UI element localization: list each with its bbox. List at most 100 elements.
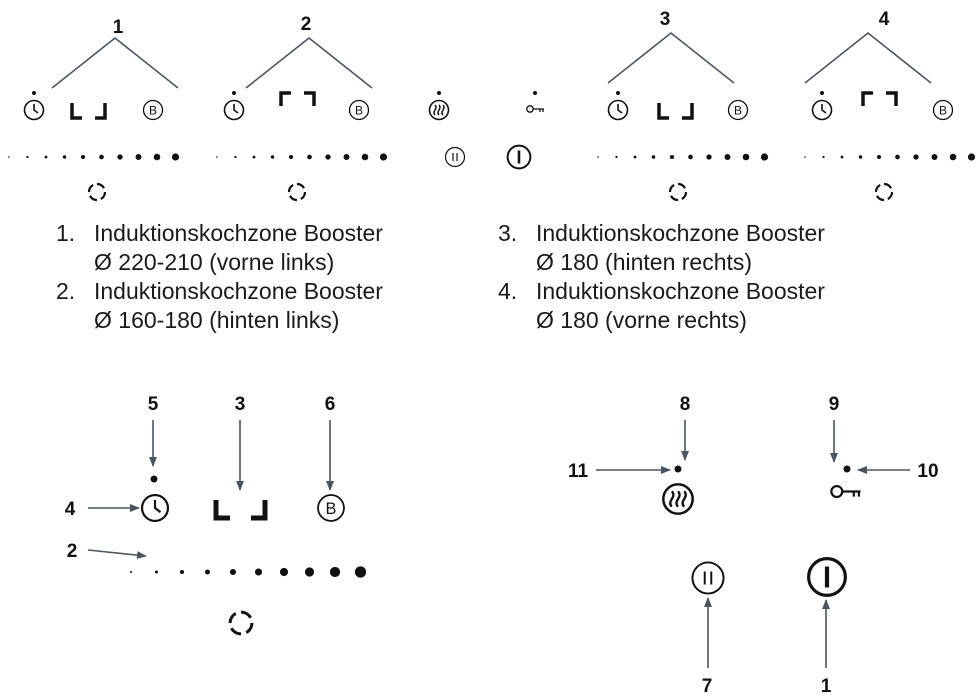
clock-icon[interactable] [223, 99, 245, 121]
power-slider[interactable] [8, 153, 180, 161]
power-level-dot[interactable] [288, 154, 294, 160]
power-level-dot[interactable] [254, 568, 263, 576]
power-level-dot[interactable] [154, 570, 159, 574]
power-level-dot[interactable] [633, 155, 637, 159]
power-level-dot[interactable] [304, 567, 315, 577]
power-level-dot[interactable] [325, 154, 331, 160]
power-level-dot[interactable] [171, 153, 180, 161]
key-icon[interactable] [526, 105, 545, 113]
power-level-dot[interactable] [153, 153, 161, 161]
power-level-dot[interactable] [216, 156, 218, 158]
power-level-dot[interactable] [760, 153, 769, 161]
clock-icon[interactable] [811, 99, 833, 121]
power-level-dot[interactable] [742, 153, 750, 161]
booster-icon[interactable] [317, 494, 345, 522]
pan-detect-icon [228, 610, 254, 636]
zone-number-3: 3 [660, 9, 671, 30]
booster-icon[interactable] [932, 99, 954, 121]
power-level-dot[interactable] [229, 568, 237, 576]
zone-4-bracket [804, 31, 932, 84]
power-level-dot[interactable] [179, 569, 185, 575]
key-icon[interactable] [830, 484, 862, 499]
legend-size: Ø 220-210 (vorne links) [94, 249, 335, 275]
power-level-dot[interactable] [204, 569, 211, 575]
power-level-dot[interactable] [252, 155, 256, 159]
power-level-dot[interactable] [822, 155, 825, 159]
booster-icon[interactable] [727, 99, 749, 121]
heat-waves-icon[interactable] [428, 99, 450, 121]
power-level-dot[interactable] [99, 154, 104, 160]
legend-number: 3. [498, 220, 518, 246]
power-level-dot[interactable] [44, 155, 48, 159]
power-level-dot[interactable] [62, 155, 67, 159]
power-slider[interactable] [130, 566, 367, 578]
booster-icon[interactable] [142, 99, 164, 121]
power-level-dot[interactable] [931, 154, 938, 160]
power-level-dot[interactable] [361, 153, 369, 161]
power-level-dot[interactable] [343, 154, 350, 160]
pan-detect-icon [874, 182, 894, 202]
power-level-dot[interactable] [117, 154, 123, 160]
zone-number-4: 4 [879, 9, 890, 30]
power-level-dot[interactable] [80, 154, 86, 160]
clock-icon[interactable] [23, 99, 45, 121]
power-level-dot[interactable] [876, 154, 882, 160]
power-level-dot[interactable] [307, 154, 312, 160]
power-level-dot[interactable] [913, 154, 919, 160]
power-level-dot[interactable] [804, 156, 806, 158]
pan-detect-icon [87, 182, 107, 202]
zone-position-front-left-icon [70, 103, 107, 120]
power-level-dot[interactable] [130, 571, 132, 573]
timer-dot [820, 91, 824, 95]
power-slider[interactable] [216, 153, 388, 161]
legend-number: 1. [56, 220, 76, 246]
power-level-dot[interactable] [329, 566, 341, 578]
power-slider[interactable] [597, 153, 769, 161]
clock-icon[interactable] [140, 493, 170, 523]
power-level-dot[interactable] [724, 154, 731, 160]
power-level-dot[interactable] [135, 154, 142, 160]
clock-icon[interactable] [607, 99, 629, 121]
power-level-dot[interactable] [706, 154, 712, 160]
heat-waves-icon[interactable] [662, 483, 694, 515]
power-level-dot[interactable] [354, 566, 367, 578]
power-level-dot[interactable] [840, 155, 844, 159]
legend-title: Induktionskochzone Booster [94, 278, 383, 304]
timer-dot [150, 475, 158, 483]
power-level-dot[interactable] [895, 154, 900, 160]
power-level-dot[interactable] [8, 156, 10, 158]
zone-1-group: 1 [8, 17, 180, 202]
legend-size: Ø 180 (hinten rechts) [536, 249, 753, 275]
power-icon[interactable] [809, 559, 846, 596]
power-level-dot[interactable] [949, 153, 957, 161]
power-level-dot[interactable] [651, 155, 656, 159]
booster-icon[interactable] [348, 99, 370, 121]
power-level-dot[interactable] [234, 155, 237, 159]
zone-position-rear-right-icon [657, 103, 694, 120]
power-icon[interactable] [506, 144, 532, 170]
power-level-dot[interactable] [615, 155, 618, 159]
timer-dot [232, 91, 236, 95]
power-level-dot[interactable] [279, 567, 289, 577]
pause-icon[interactable] [444, 146, 466, 168]
power-slider[interactable] [804, 153, 976, 161]
power-level-dot[interactable] [379, 153, 388, 161]
callout-1: 1 [821, 676, 832, 697]
callout-2: 2 [67, 541, 78, 562]
callout-6: 6 [325, 394, 336, 415]
zone-position-front-right-icon [861, 91, 898, 106]
power-level-dot[interactable] [597, 156, 599, 158]
lock-dot [533, 91, 537, 95]
zone-number-1: 1 [113, 17, 124, 38]
power-level-dot[interactable] [270, 155, 275, 159]
power-level-dot[interactable] [688, 154, 693, 160]
power-level-dot[interactable] [967, 153, 976, 161]
zone-4-group: 4 [804, 9, 976, 202]
power-level-dot[interactable] [858, 155, 863, 159]
power-level-dot[interactable] [26, 155, 29, 159]
pause-icon[interactable] [691, 561, 725, 595]
power-level-dot[interactable] [669, 154, 675, 160]
